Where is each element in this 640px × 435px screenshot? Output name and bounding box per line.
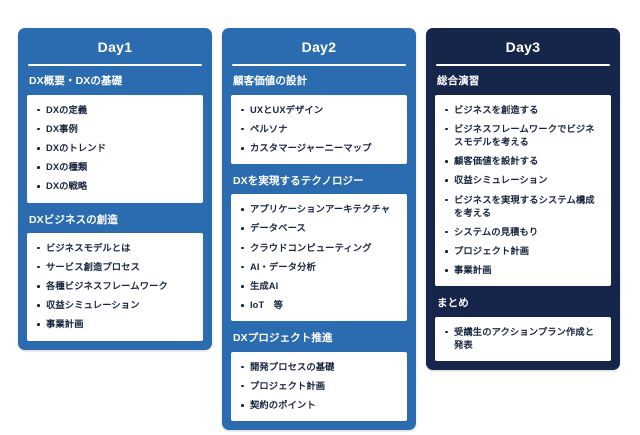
topic-list: ビジネスモデルとはサービス創造プロセス各種ビジネスフレームワーク収益シミュレーシ… <box>31 242 197 332</box>
section-panel: 開発プロセスの基礎プロジェクト計画契約のポイント <box>231 351 407 422</box>
list-item: DX事例 <box>31 123 197 142</box>
section-heading: DXを実現するテクノロジー <box>233 175 364 188</box>
list-item: UXとUXデザイン <box>235 104 401 123</box>
topic-list: 受講生のアクションプラン作成と発表 <box>439 326 605 352</box>
list-item: アプリケーションアーキテクチャ <box>235 203 401 222</box>
list-item: 事業計画 <box>439 264 605 277</box>
day-card[interactable]: Day3 総合演習ビジネスを創造するビジネスフレームワークでビジネスモデルを考える… <box>426 28 620 370</box>
list-item: システムの見積もり <box>439 226 605 245</box>
list-item: ビジネスフレームワークでビジネスモデルを考える <box>439 123 605 155</box>
section-heading: DX概要・DXの基礎 <box>29 75 123 88</box>
section-heading: 顧客価値の設計 <box>233 75 308 88</box>
title-divider <box>436 64 610 67</box>
list-item: 収益シミュレーション <box>439 174 605 193</box>
day-title: Day2 <box>301 39 337 55</box>
list-item: DXの種類 <box>31 161 197 180</box>
list-item: 生成AI <box>235 280 401 299</box>
topic-list: ビジネスを創造するビジネスフレームワークでビジネスモデルを考える顧客価値を設計す… <box>439 104 605 278</box>
list-item: カスタマージャーニーマップ <box>235 142 401 155</box>
list-item: 契約のポイント <box>235 399 401 412</box>
list-item: 開発プロセスの基礎 <box>235 361 401 380</box>
section-heading: まとめ <box>437 297 469 310</box>
list-item: ビジネスを創造する <box>439 104 605 123</box>
section-heading: DXビジネスの創造 <box>29 213 118 226</box>
list-item: 収益シミュレーション <box>31 299 197 318</box>
list-item: 事業計画 <box>31 318 197 331</box>
section-panel: ビジネスモデルとはサービス創造プロセス各種ビジネスフレームワーク収益シミュレーシ… <box>27 232 203 341</box>
list-item: DXの戦略 <box>31 180 197 193</box>
list-item: プロジェクト計画 <box>235 380 401 399</box>
list-item: 顧客価値を設計する <box>439 155 605 174</box>
list-item: データベース <box>235 222 401 241</box>
day-card[interactable]: Day2 顧客価値の設計 UXとUXデザインペルソナカスタマージャーニーマップ DXを… <box>222 28 416 431</box>
day-title: Day3 <box>505 39 541 55</box>
topic-list: UXとUXデザインペルソナカスタマージャーニーマップ <box>235 104 401 156</box>
list-item: AI・データ分析 <box>235 261 401 280</box>
list-item: クラウドコンピューティング <box>235 242 401 261</box>
section-panel: 受講生のアクションプラン作成と発表 <box>435 316 611 361</box>
list-item: ビジネスを実現するシステム構成を考える <box>439 194 605 226</box>
title-divider <box>28 64 202 67</box>
section-heading: DXプロジェクト推進 <box>233 332 333 345</box>
list-item: IoT 等 <box>235 299 401 312</box>
section-panel: UXとUXデザインペルソナカスタマージャーニーマップ <box>231 94 407 165</box>
list-item: ビジネスモデルとは <box>31 242 197 261</box>
section-heading: 総合演習 <box>437 75 480 88</box>
list-item: サービス創造プロセス <box>31 261 197 280</box>
topic-list: 開発プロセスの基礎プロジェクト計画契約のポイント <box>235 361 401 413</box>
list-item: DXのトレンド <box>31 142 197 161</box>
list-item: 各種ビジネスフレームワーク <box>31 280 197 299</box>
list-item: プロジェクト計画 <box>439 245 605 264</box>
section-panel: ビジネスを創造するビジネスフレームワークでビジネスモデルを考える顧客価値を設計す… <box>435 94 611 287</box>
list-item: 受講生のアクションプラン作成と発表 <box>439 326 605 352</box>
list-item: ペルソナ <box>235 123 401 142</box>
list-item: DXの定義 <box>31 104 197 123</box>
title-divider <box>232 64 406 67</box>
day-title: Day1 <box>97 39 133 55</box>
